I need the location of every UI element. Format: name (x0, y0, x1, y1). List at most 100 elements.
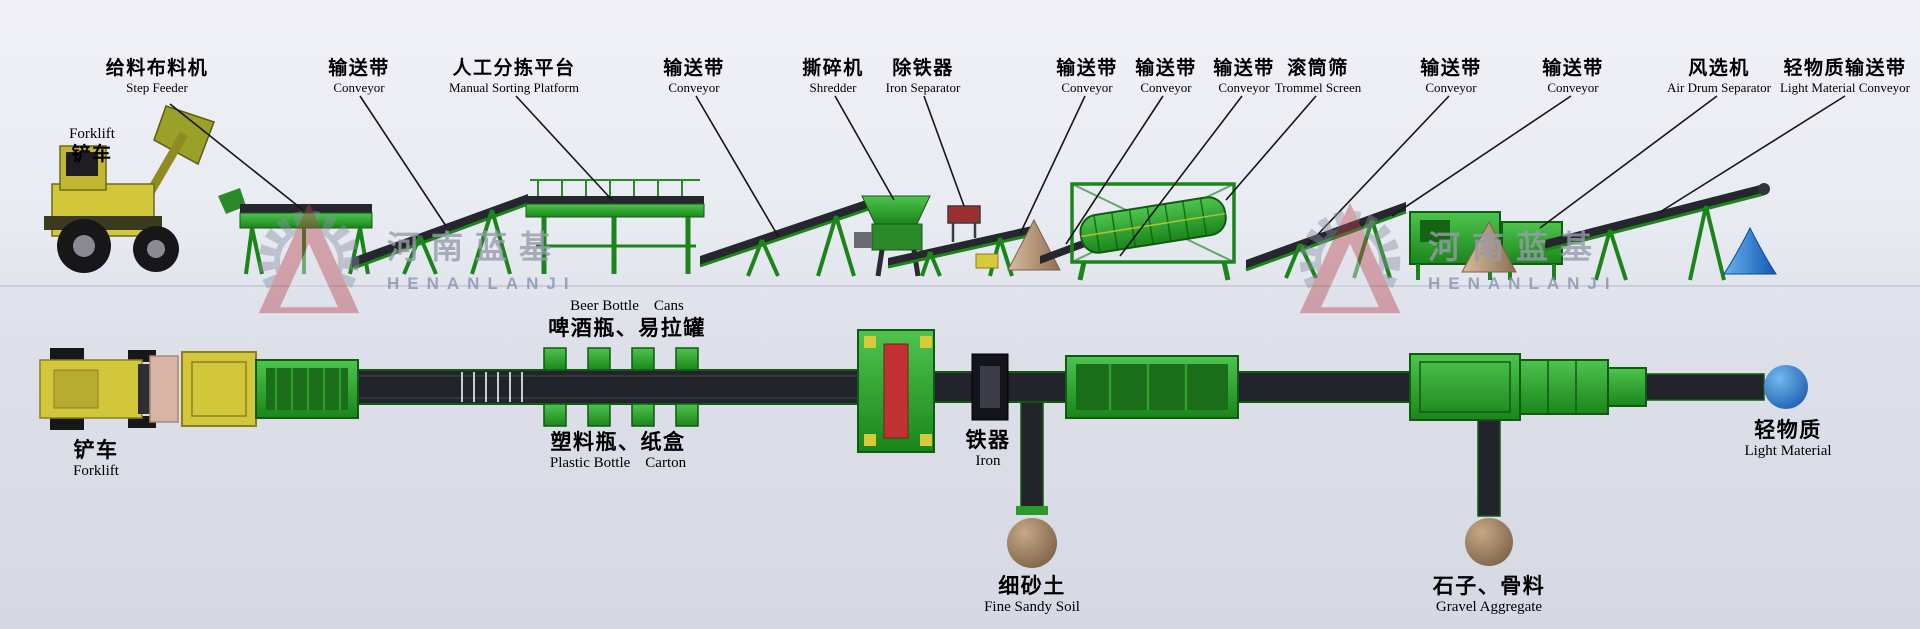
light-material-cone (1723, 226, 1777, 275)
label-conveyor-1-cn: 输送带 (328, 58, 390, 79)
label-trommel-screen-en: Trommel Screen (1274, 80, 1362, 96)
label-conveyor-1: 输送带 Conveyor (328, 58, 390, 96)
iron-separator-plan-view (971, 353, 1009, 421)
conveyor-plan-view-right (1237, 371, 1411, 403)
light-material-conveyor-plan-view (1607, 365, 1808, 409)
label-shredder: 撕碎机 Shredder (802, 58, 864, 96)
label-conveyor-4-en: Conveyor (1140, 80, 1192, 96)
shredder-side-view (854, 195, 931, 277)
plan-view-machines (39, 329, 1808, 568)
label-light-material-conveyor-en: Light Material Conveyor (1780, 80, 1910, 96)
label-step-feeder-cn: 给料布料机 (105, 58, 209, 79)
manual-sorting-platform-side-view (525, 179, 705, 274)
label-conveyor-3-en: Conveyor (1061, 80, 1113, 96)
label-gravel-aggregate-en: Gravel Aggregate (1435, 598, 1543, 615)
label-conveyor-6-cn: 输送带 (1420, 58, 1482, 79)
label-conveyor-6-en: Conveyor (1425, 80, 1477, 96)
label-shredder-cn: 撕碎机 (802, 58, 864, 79)
trommel-screen-side-view (1070, 182, 1236, 281)
feeder-hopper-inner (191, 361, 247, 417)
label-beer-bottle-cans: Beer Bottle Cans 啤酒瓶、易拉罐 (548, 298, 706, 340)
label-forklift-plan-cn: 铲车 (73, 438, 119, 462)
label-manual-sorting-platform-cn: 人工分拣平台 (452, 58, 576, 79)
label-beer-bottle-cans-en: Beer Bottle Cans (570, 298, 684, 314)
bin-side-view (975, 253, 999, 269)
step-feeder-side-view (218, 188, 373, 275)
leader-lines (169, 95, 1846, 257)
label-trommel-screen-cn: 滚筒筛 (1287, 58, 1349, 79)
label-iron-separator-cn: 除铁器 (892, 58, 954, 79)
label-fine-sandy-soil-en: Fine Sandy Soil (984, 598, 1080, 615)
label-conveyor-1-en: Conveyor (333, 80, 385, 96)
label-iron-cn: 铁器 (965, 428, 1011, 452)
label-conveyor-3-cn: 输送带 (1056, 58, 1118, 79)
label-conveyor-2-en: Conveyor (668, 80, 720, 96)
label-conveyor-3: 输送带 Conveyor (1056, 58, 1118, 96)
conveyor-2-side-view (699, 198, 873, 277)
light-material-conveyor-side-view (1544, 183, 1770, 281)
label-fine-sandy-soil: 细砂土 Fine Sandy Soil (984, 574, 1080, 616)
label-conveyor-4: 输送带 Conveyor (1135, 58, 1197, 96)
label-conveyor-5-cn: 输送带 (1213, 58, 1275, 79)
gravel-discharge-plan-view (1465, 419, 1513, 566)
conveyor-4-side-view (1040, 238, 1088, 264)
label-conveyor-7: 输送带 Conveyor (1542, 58, 1604, 96)
sorting-stations-plan-view (543, 347, 699, 427)
watermark-en: HENANLANJI (1428, 274, 1618, 293)
label-conveyor-6: 输送带 Conveyor (1420, 58, 1482, 96)
label-air-drum-separator-en: Air Drum Separator (1667, 80, 1771, 96)
light-material-ball (1764, 365, 1808, 409)
conveyor-5-side-view (1245, 202, 1407, 279)
label-iron-en: Iron (975, 452, 1001, 469)
watermark-en: HENANLANJI (387, 274, 577, 293)
fines-discharge-plan-view (1007, 401, 1057, 568)
air-separator-plan-view (1409, 353, 1609, 421)
forklift-side-view (44, 105, 215, 273)
feeder-hopper-plan-view (181, 351, 257, 427)
label-step-feeder-en: Step Feeder (126, 80, 188, 96)
label-beer-bottle-cans-cn: 啤酒瓶、易拉罐 (548, 315, 706, 340)
watermark-cn: 河南蓝基 (387, 229, 564, 265)
label-forklift-side-cn: 铲车 (71, 143, 113, 165)
label-conveyor-4-cn: 输送带 (1135, 58, 1197, 79)
label-light-material: 轻物质 Light Material (1744, 418, 1831, 460)
shredder-plan-view (857, 329, 935, 453)
label-plastic-bottle-carton-en: Plastic Bottle Carton (549, 454, 687, 471)
gear-triangle-logo-icon (258, 202, 360, 314)
label-conveyor-7-cn: 输送带 (1542, 58, 1604, 79)
label-light-material-conveyor-cn: 轻物质输送带 (1783, 58, 1907, 79)
fine-sandy-soil-pile (1007, 518, 1057, 568)
label-light-material-en: Light Material (1744, 442, 1832, 459)
label-iron-separator-en: Iron Separator (885, 80, 961, 96)
label-conveyor-5-en: Conveyor (1218, 80, 1270, 96)
side-view-machines (44, 105, 1777, 281)
label-conveyor-7-en: Conveyor (1547, 80, 1599, 96)
watermark-text: 河南蓝基 HENANLANJI (1428, 222, 1618, 294)
trommel-plan-view (1065, 355, 1239, 419)
label-shredder-en: Shredder (809, 80, 857, 96)
label-forklift-side: Forklift 铲车 (69, 126, 115, 166)
watermark-cn: 河南蓝基 (1428, 229, 1605, 265)
material-pile-1 (1007, 218, 1061, 271)
label-gravel-aggregate-cn: 石子、骨料 (1432, 574, 1546, 598)
iron-separator-side-view (947, 205, 981, 242)
label-light-material-conveyor: 轻物质输送带 Light Material Conveyor (1780, 58, 1910, 96)
label-conveyor-5: 输送带 Conveyor (1213, 58, 1275, 96)
conveyor-1-side-view (352, 194, 529, 275)
label-iron: 铁器 Iron (966, 428, 1011, 470)
label-light-material-cn: 轻物质 (1754, 418, 1822, 442)
label-air-drum-separator: 风选机 Air Drum Separator (1667, 58, 1771, 96)
conveyor-3-side-view (887, 226, 1033, 277)
label-air-drum-separator-cn: 风选机 (1688, 58, 1750, 79)
label-conveyor-2-cn: 输送带 (663, 58, 725, 79)
gear-triangle-logo-icon (1299, 202, 1401, 314)
forklift-plan-view (39, 348, 179, 430)
watermark-logo-left: 河南蓝基 HENANLANJI (251, 196, 577, 320)
gravel-pile (1465, 518, 1513, 566)
watermark-logo-right: 河南蓝基 HENANLANJI (1292, 196, 1618, 320)
watermark-text: 河南蓝基 HENANLANJI (387, 222, 577, 294)
label-plastic-bottle-carton: 塑料瓶、纸盒 Plastic Bottle Carton (550, 430, 686, 472)
label-forklift-plan-en: Forklift (73, 462, 119, 479)
